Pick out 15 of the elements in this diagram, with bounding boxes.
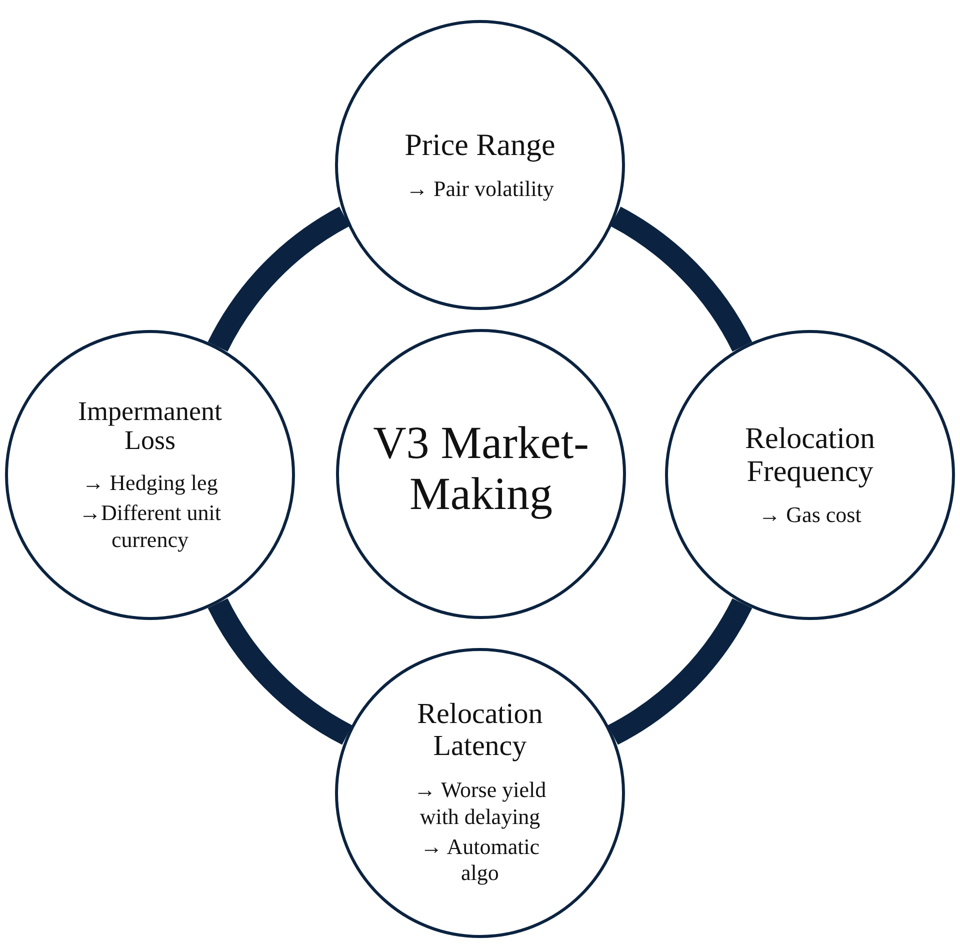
ring-connector xyxy=(208,207,350,352)
circle-heading: Relocation Latency xyxy=(416,699,544,764)
ring-connector xyxy=(610,207,752,352)
circle-note: → Pair volatility xyxy=(406,176,554,202)
circle-note: → Automatic algo xyxy=(419,834,541,887)
circle-note: → Worse yield with delaying xyxy=(412,777,548,830)
circle-heading: Impermanent Loss xyxy=(77,396,223,456)
circle-note: → Gas cost xyxy=(758,502,862,528)
circle-note: → Hedging leg xyxy=(82,470,218,496)
circle-note: →Different unit currency xyxy=(78,500,222,554)
circle-heading: V3 Market-Making xyxy=(372,418,590,520)
ring-connector xyxy=(208,598,353,744)
circle-heading: Price Range xyxy=(404,128,556,162)
circle-heading: Relocation Frequency xyxy=(744,422,876,488)
ring-connector xyxy=(607,598,752,744)
